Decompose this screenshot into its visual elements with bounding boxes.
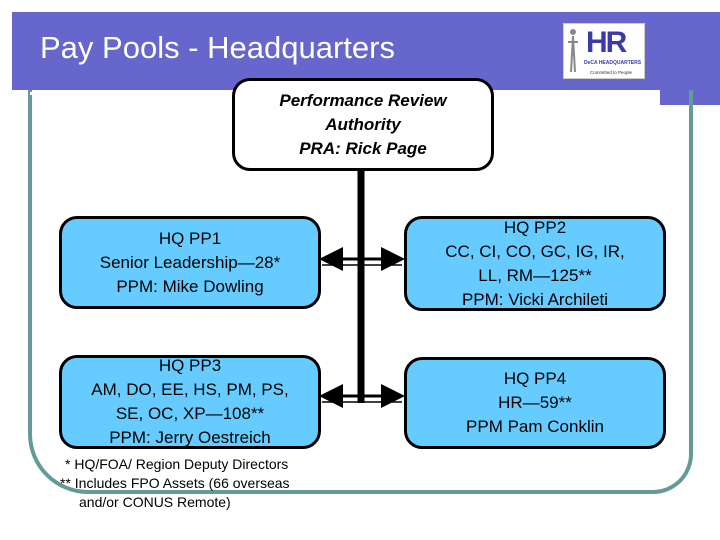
- pool-line: HQ PP4: [503, 369, 567, 388]
- pay-pool-box-pp3: HQ PP3 AM, DO, EE, HS, PM, PS, SE, OC, X…: [59, 355, 321, 449]
- pra-line: Authority: [325, 114, 401, 134]
- logo-tagline: Committed to People: [590, 70, 633, 75]
- person-logo-icon: [568, 29, 578, 73]
- content-frame: [28, 90, 693, 494]
- pra-line: PRA: Rick Page: [299, 138, 427, 158]
- pool-line: Senior Leadership—28*: [99, 252, 281, 272]
- pool-line: SE, OC, XP—108**: [115, 404, 265, 423]
- pool-line: PPM: Mike Dowling: [116, 276, 264, 296]
- header-band-right: [660, 12, 720, 105]
- pra-box: Performance Review Authority PRA: Rick P…: [232, 78, 494, 171]
- pool-line: PPM Pam Conklin: [466, 417, 604, 436]
- footnote: * HQ/FOA/ Region Deputy Directors: [65, 456, 289, 472]
- pool-line: PPM: Jerry Oestreich: [109, 428, 271, 447]
- pool-line: HQ PP1: [158, 228, 222, 248]
- pra-line: Performance Review: [279, 90, 447, 110]
- pay-pool-box-pp2: HQ PP2 CC, CI, CO, GC, IG, IR, LL, RM—12…: [404, 216, 666, 311]
- footnotes: * HQ/FOA/ Region Deputy Directors ** Inc…: [60, 455, 290, 512]
- pay-pool-box-pp1: HQ PP1 Senior Leadership—28* PPM: Mike D…: [59, 216, 321, 309]
- pay-pool-box-pp4: HQ PP4 HR—59** PPM Pam Conklin: [404, 357, 666, 449]
- pool-line: LL, RM—125**: [478, 265, 592, 285]
- pool-line: HR—59**: [498, 393, 572, 412]
- footnote: and/or CONUS Remote): [79, 494, 231, 510]
- slide-title: Pay Pools - Headquarters: [40, 30, 395, 65]
- pool-line: HQ PP3: [158, 356, 222, 375]
- pool-line: CC, CI, CO, GC, IG, IR,: [445, 241, 625, 261]
- logo-subtitle: DeCA HEADQUARTERS: [584, 60, 642, 66]
- pool-line: HQ PP2: [503, 217, 567, 237]
- pool-line: PPM: Vicki Archileti: [461, 289, 609, 309]
- pool-line: AM, DO, EE, HS, PM, PS,: [91, 380, 289, 399]
- hr-logo: HR DeCA HEADQUARTERS Committed to People: [563, 23, 645, 79]
- footnote: ** Includes FPO Assets (66 overseas: [60, 475, 290, 491]
- logo-text: HR: [586, 26, 627, 59]
